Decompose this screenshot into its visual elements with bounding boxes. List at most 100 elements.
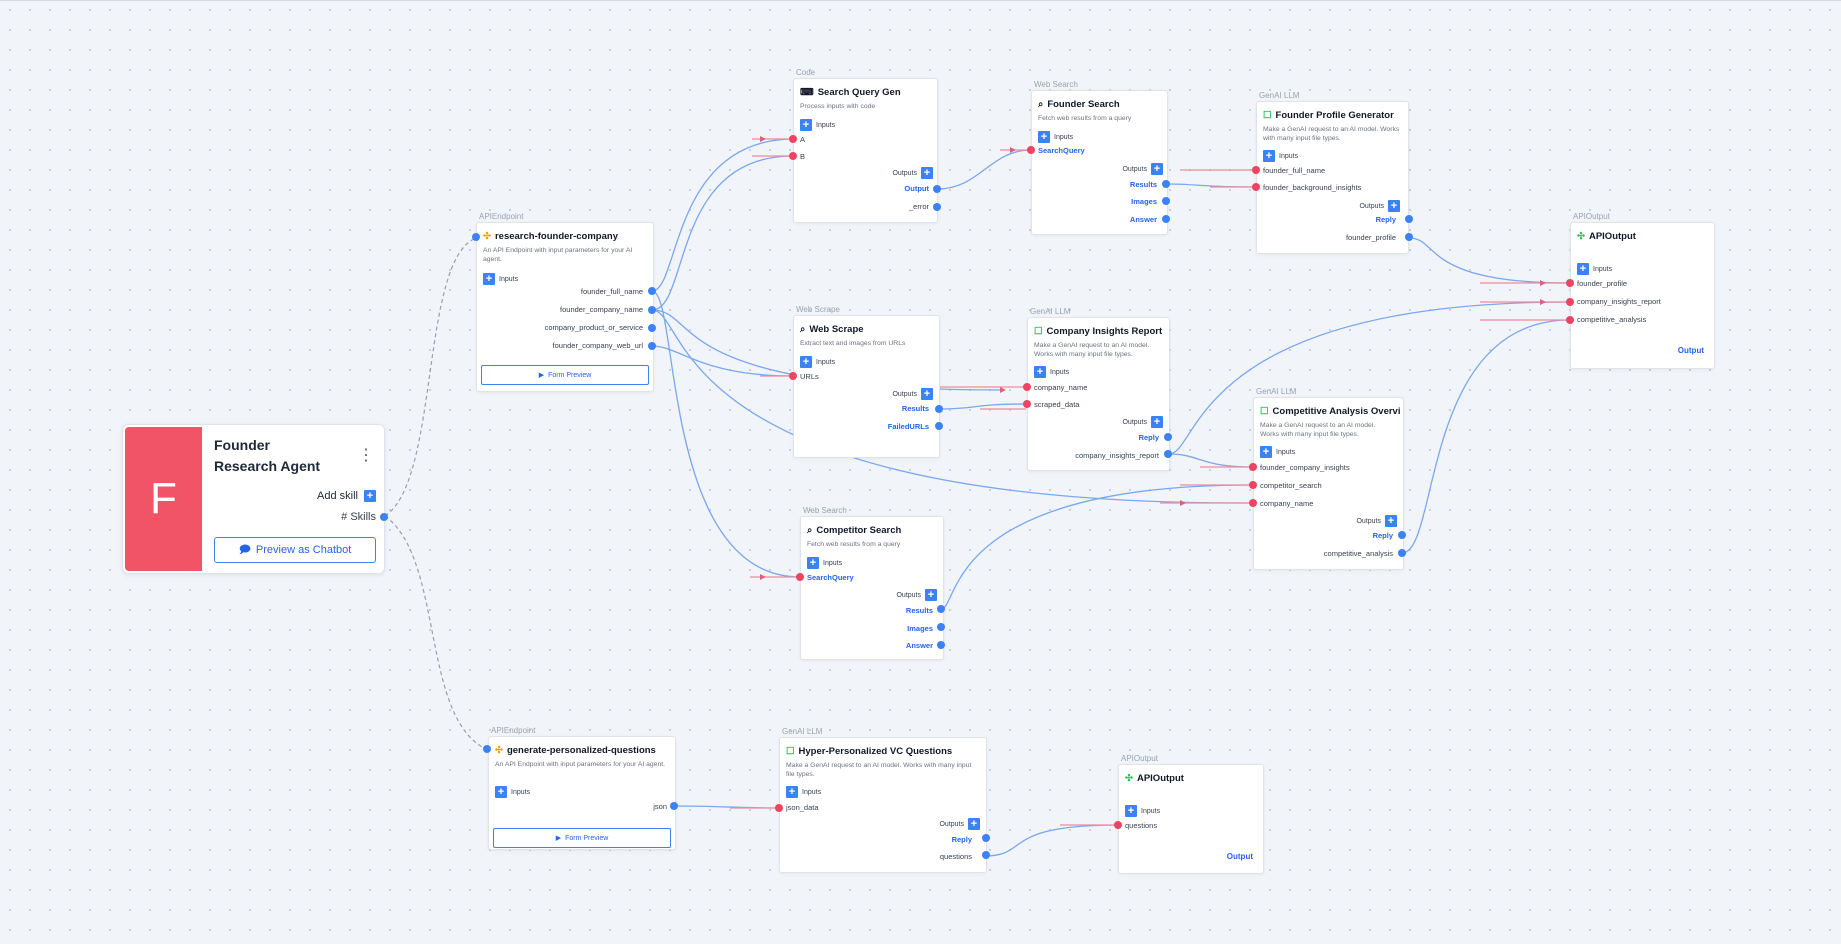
port-questions[interactable]: [982, 851, 990, 859]
more-vertical-icon[interactable]: ⋮: [358, 447, 374, 464]
port-urls[interactable]: [789, 372, 797, 380]
port-competitive-analysis-in[interactable]: [1566, 316, 1574, 324]
node-api-output-2[interactable]: APIOutput ✣ APIOutput + Inputs questions…: [1118, 754, 1264, 874]
port-founder-profile-in[interactable]: [1566, 279, 1574, 287]
outputs-header[interactable]: Outputs +: [1122, 416, 1163, 428]
port-answer[interactable]: [1162, 215, 1170, 223]
inputs-header[interactable]: + Inputs: [800, 119, 835, 131]
inputs-header[interactable]: + Inputs: [807, 557, 842, 569]
outputs-header[interactable]: Outputs +: [896, 589, 937, 601]
add-input-icon[interactable]: +: [1577, 263, 1589, 275]
port-competitive-analysis[interactable]: [1398, 549, 1406, 557]
add-output-icon[interactable]: +: [968, 818, 980, 830]
port-founder-company-name[interactable]: [648, 306, 656, 314]
port-company-name-ca[interactable]: [1249, 499, 1257, 507]
form-preview-button[interactable]: ▶ Form Preview: [481, 365, 649, 385]
outputs-header[interactable]: Outputs +: [939, 818, 980, 830]
port-competitor-search-query[interactable]: [796, 573, 804, 581]
port-ci-reply[interactable]: [1164, 433, 1172, 441]
port-founder-company-web-url[interactable]: [648, 342, 656, 350]
node-company-insights-report[interactable]: GenAI LLM ☐ Company Insights Report Make…: [1027, 307, 1170, 471]
node-research-founder-company[interactable]: APIEndpoint ✣ research-founder-company A…: [476, 212, 654, 392]
node-generate-personalized-questions[interactable]: APIEndpoint ✣ generate-personalized-ques…: [488, 726, 676, 850]
port-json-data[interactable]: [775, 804, 783, 812]
add-input-icon[interactable]: +: [495, 786, 507, 798]
port-output[interactable]: [933, 185, 941, 193]
add-output-icon[interactable]: +: [1151, 163, 1163, 175]
port-company-name-in[interactable]: [1023, 383, 1031, 391]
port-a[interactable]: [789, 135, 797, 143]
add-input-icon[interactable]: +: [1038, 131, 1050, 143]
port-vc-reply[interactable]: [982, 834, 990, 842]
port-cs-results[interactable]: [937, 605, 945, 613]
inputs-header[interactable]: + Inputs: [1038, 131, 1073, 143]
add-output-icon[interactable]: +: [1388, 200, 1400, 212]
inputs-header[interactable]: + Inputs: [483, 273, 518, 285]
port-ca-reply[interactable]: [1398, 531, 1406, 539]
plus-icon[interactable]: +: [364, 490, 376, 502]
outputs-header[interactable]: Outputs +: [1356, 515, 1397, 527]
node-founder-search[interactable]: Web Search ⌕ Founder Search Fetch web re…: [1031, 80, 1168, 235]
port-founder-profile[interactable]: [1405, 233, 1413, 241]
preview-as-chatbot-button[interactable]: 🗩 Preview as Chatbot: [214, 537, 376, 563]
add-input-icon[interactable]: +: [807, 557, 819, 569]
port-founder-full-name-in[interactable]: [1252, 166, 1260, 174]
inputs-header[interactable]: + Inputs: [1125, 805, 1160, 817]
add-output-icon[interactable]: +: [921, 167, 933, 179]
inputs-header[interactable]: + Inputs: [495, 786, 530, 798]
node-api-output-1[interactable]: APIOutput ✣ APIOutput + Inputs founder_p…: [1570, 212, 1715, 369]
port-founder-company-insights[interactable]: [1249, 463, 1257, 471]
skills-port[interactable]: [380, 513, 388, 521]
port-competitor-search[interactable]: [1249, 481, 1257, 489]
port-company-product[interactable]: [648, 324, 656, 332]
node-competitive-analysis[interactable]: GenAI LLM ☐ Competitive Analysis Overvi …: [1253, 387, 1404, 570]
add-input-icon[interactable]: +: [800, 119, 812, 131]
node-competitor-search[interactable]: Web Search ⌕ Competitor Search Fetch web…: [800, 506, 944, 660]
node-search-query-gen[interactable]: Code ⌨ Search Query Gen Process inputs w…: [793, 68, 938, 223]
port-scrape-results[interactable]: [935, 405, 943, 413]
port-images[interactable]: [1162, 197, 1170, 205]
port-json[interactable]: [670, 802, 678, 810]
inputs-header[interactable]: + Inputs: [800, 356, 835, 368]
port-b[interactable]: [789, 152, 797, 160]
add-input-icon[interactable]: +: [1260, 446, 1272, 458]
agent-card[interactable]: F Founder Research Agent ⋮ Add skill + #…: [122, 424, 388, 574]
add-output-icon[interactable]: +: [925, 589, 937, 601]
port-cs-images[interactable]: [937, 623, 945, 631]
port-results[interactable]: [1162, 180, 1170, 188]
inputs-header[interactable]: + Inputs: [1034, 366, 1069, 378]
port-error[interactable]: [933, 203, 941, 211]
port-cs-answer[interactable]: [937, 641, 945, 649]
inputs-header[interactable]: + Inputs: [1260, 446, 1295, 458]
outputs-header[interactable]: Outputs +: [1122, 163, 1163, 175]
port-search-query[interactable]: [1027, 146, 1035, 154]
port-failed-urls[interactable]: [935, 422, 943, 430]
add-output-icon[interactable]: +: [1385, 515, 1397, 527]
api1-input-port[interactable]: [472, 233, 480, 241]
port-company-insights-report-in[interactable]: [1566, 298, 1574, 306]
node-web-scrape[interactable]: Web Scrape ⌕ Web Scrape Extract text and…: [793, 305, 940, 458]
add-output-icon[interactable]: +: [921, 388, 933, 400]
node-founder-profile-generator[interactable]: GenAI LLM ☐ Founder Profile Generator Ma…: [1256, 91, 1409, 254]
add-input-icon[interactable]: +: [483, 273, 495, 285]
port-founder-full-name[interactable]: [648, 287, 656, 295]
add-input-icon[interactable]: +: [786, 786, 798, 798]
outputs-header[interactable]: Outputs +: [1359, 200, 1400, 212]
inputs-header[interactable]: + Inputs: [1263, 150, 1298, 162]
inputs-header[interactable]: + Inputs: [1577, 263, 1612, 275]
port-company-insights-report[interactable]: [1164, 450, 1172, 458]
port-founder-background-insights[interactable]: [1252, 183, 1260, 191]
outputs-header[interactable]: Outputs +: [892, 167, 933, 179]
add-input-icon[interactable]: +: [1034, 366, 1046, 378]
api2-input-port[interactable]: [483, 745, 491, 753]
port-questions-in[interactable]: [1114, 821, 1122, 829]
form-preview-button[interactable]: ▶ Form Preview: [493, 828, 671, 848]
add-input-icon[interactable]: +: [800, 356, 812, 368]
add-output-icon[interactable]: +: [1151, 416, 1163, 428]
add-input-icon[interactable]: +: [1125, 805, 1137, 817]
add-skill-button[interactable]: Add skill +: [317, 490, 376, 502]
outputs-header[interactable]: Outputs +: [892, 388, 933, 400]
node-hyper-personalized-vc-questions[interactable]: GenAI LLM ☐ Hyper-Personalized VC Questi…: [779, 727, 987, 873]
port-scraped-data[interactable]: [1023, 400, 1031, 408]
add-input-icon[interactable]: +: [1263, 150, 1275, 162]
